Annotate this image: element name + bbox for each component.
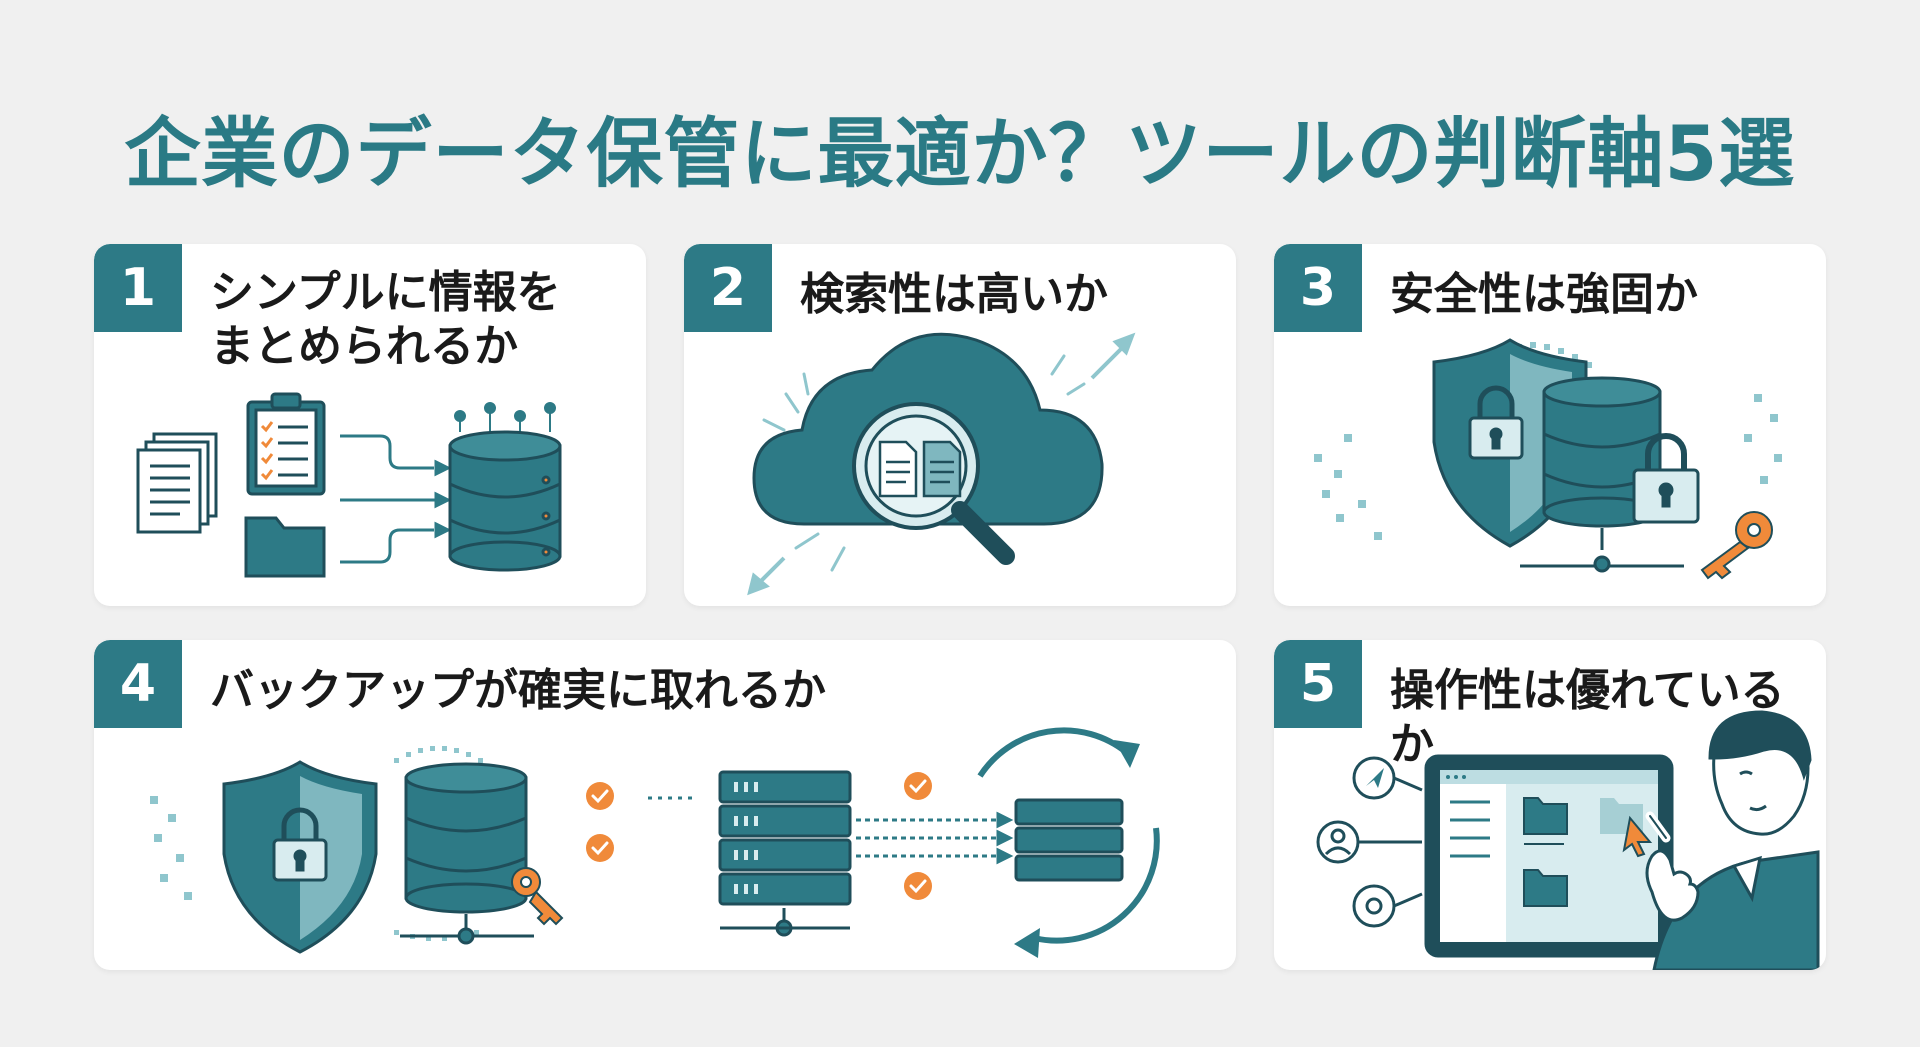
search-illustration xyxy=(747,332,1136,596)
criterion-card-2: 2 検索性は高いか xyxy=(684,244,1236,606)
tablet-window-icon xyxy=(1424,754,1674,958)
card-title: 安全性は強固か xyxy=(1390,269,1698,320)
key-icon xyxy=(1700,511,1773,580)
transfer-arrows xyxy=(856,811,1014,865)
backup-illustration xyxy=(150,727,1160,958)
security-illustration xyxy=(1314,338,1782,580)
clipboard-checklist-icon xyxy=(246,392,326,496)
card-title-line-2: まとめられるか xyxy=(210,321,518,372)
criterion-card-4: 4 バックアップが確実に取れるか xyxy=(94,640,1236,970)
flow-arrows xyxy=(340,434,452,564)
criterion-card-5: 5 操作性は優れているか xyxy=(1274,640,1826,970)
key-icon xyxy=(511,867,564,926)
document-stack-icon xyxy=(136,432,218,534)
server-rack-icon xyxy=(718,770,852,937)
card-title: シンプルに情報を まとめられるか xyxy=(210,266,626,374)
network-base xyxy=(1520,528,1684,573)
document-pair-icon xyxy=(878,440,962,498)
motion-lines xyxy=(762,354,1086,572)
feature-icons xyxy=(1316,756,1423,928)
database-icon xyxy=(404,762,528,914)
consolidation-illustration xyxy=(136,392,562,578)
check-icon xyxy=(591,779,927,894)
pixel-dots xyxy=(150,746,483,941)
card-title: バックアップが確実に取れるか xyxy=(210,665,826,716)
sync-cycle-icon xyxy=(977,727,1160,958)
usability-illustration xyxy=(1316,710,1820,970)
card-title-line-1: シンプルに情報を xyxy=(210,267,561,318)
card-title: 検索性は高いか xyxy=(800,269,1108,320)
card-number-badge: 4 xyxy=(94,640,182,728)
server-rack-small-icon xyxy=(1014,798,1124,882)
network-base xyxy=(400,914,534,945)
shield-lock-icon xyxy=(222,760,378,954)
check-badges xyxy=(586,772,932,900)
database-icon xyxy=(448,430,562,572)
folder-icon xyxy=(244,516,326,578)
network-nodes xyxy=(454,402,556,432)
card-number-badge: 5 xyxy=(1274,640,1362,728)
padlock-icon xyxy=(1632,433,1700,524)
criterion-card-1: 1 シンプルに情報を まとめられるか xyxy=(94,244,646,606)
card-number-badge: 3 xyxy=(1274,244,1362,332)
card-number-badge: 1 xyxy=(94,244,182,332)
card-number-badge: 2 xyxy=(684,244,772,332)
person-avatar xyxy=(1645,710,1820,970)
diagonal-arrow-icon xyxy=(747,332,1136,596)
criterion-card-3: 3 安全性は強固か xyxy=(1274,244,1826,606)
card-title: 操作性は優れているか xyxy=(1390,665,1785,770)
page-title: 企業のデータ保管に最適か？ツールの判断軸5選 xyxy=(124,109,1796,198)
